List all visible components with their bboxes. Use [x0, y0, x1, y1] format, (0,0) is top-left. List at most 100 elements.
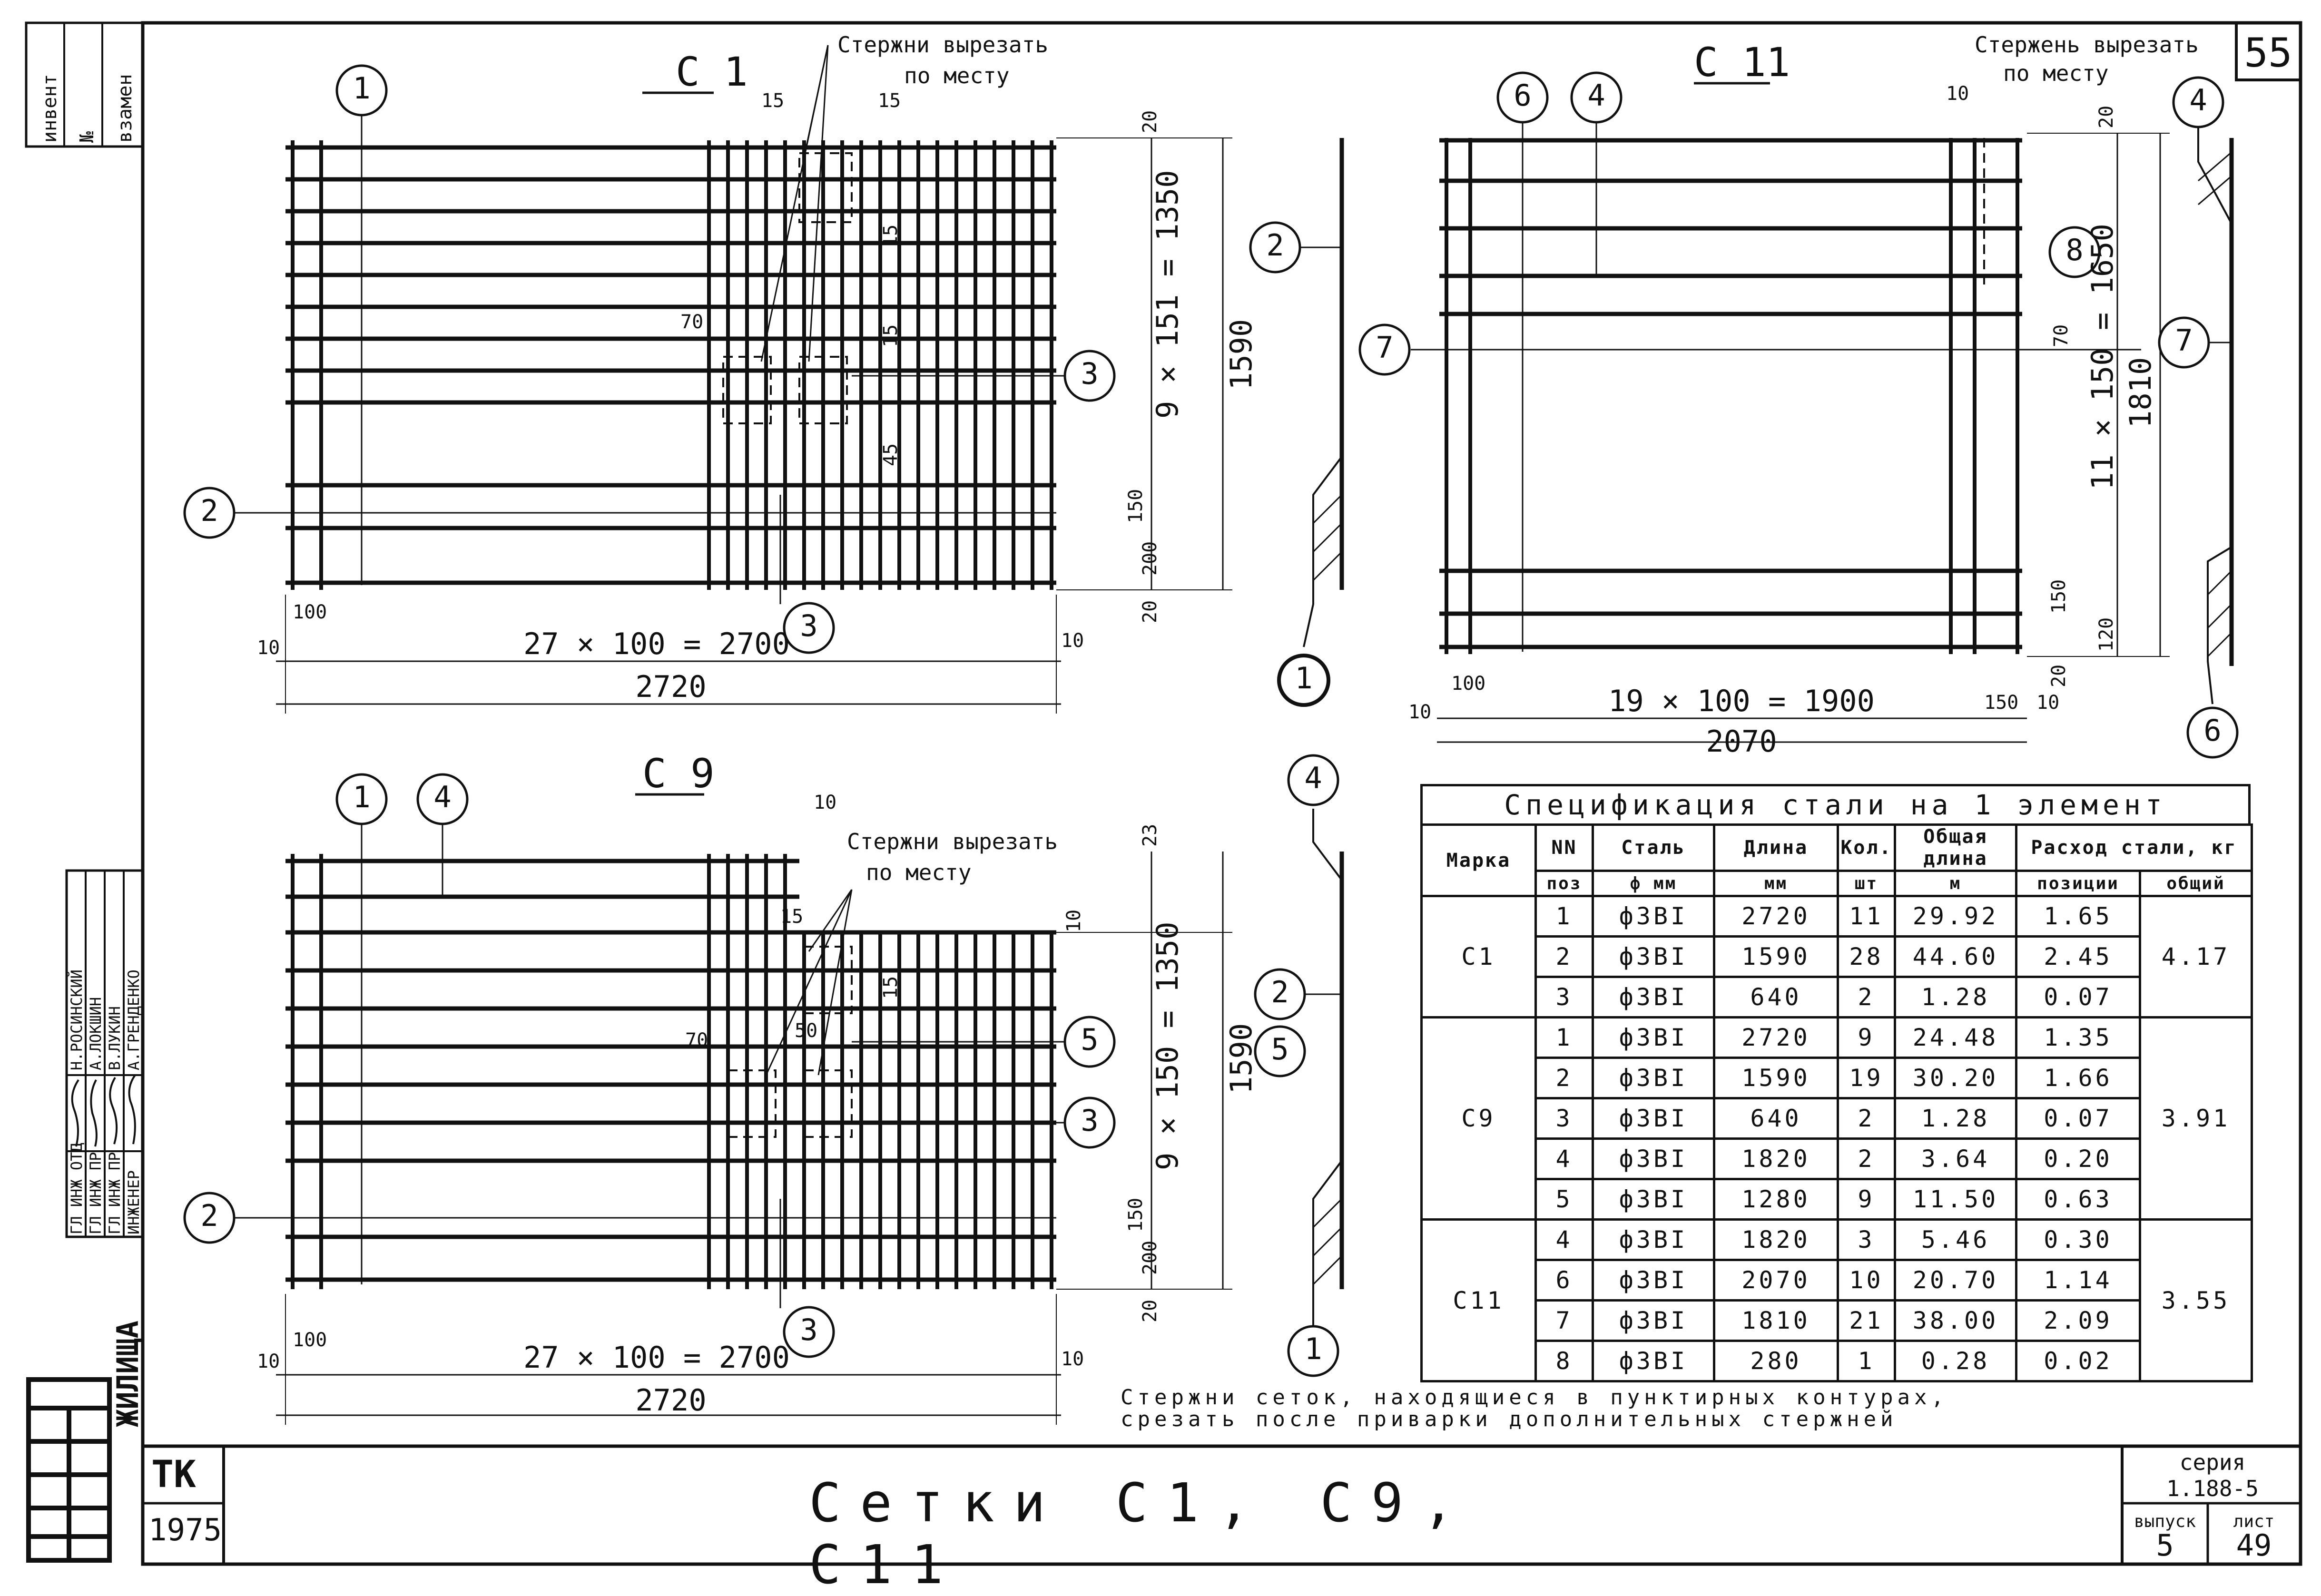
c9-long-bars	[285, 859, 1056, 1282]
cell-mass: 0.07	[2015, 1097, 2141, 1140]
position-number: 2	[1266, 228, 1284, 263]
dim-70: 70	[680, 311, 703, 333]
dim-span: 27 × 100 = 2700	[523, 1340, 790, 1375]
cell-total-mass: 4.17	[2139, 895, 2253, 1018]
position-number: 2	[200, 493, 218, 528]
cell-length: 1590	[1713, 1057, 1839, 1099]
cut-note-line2: по месту	[2003, 60, 2109, 86]
position-marker	[183, 1192, 236, 1244]
position-number: 2	[1271, 975, 1288, 1009]
cell-length: 2720	[1713, 895, 1839, 938]
table-row: 5 ф3BI 1280 9 11.50 0.63	[1422, 1178, 2252, 1221]
dim-10: 10	[1408, 701, 1431, 723]
cell-mass: 0.30	[2015, 1218, 2141, 1261]
table-row: С1 1 ф3BI 2720 11 29.92 1.65 4.17	[1420, 895, 2253, 1018]
page-number: 55	[2244, 29, 2292, 76]
cell-steel: ф3BI	[1592, 1016, 1715, 1059]
cell-total-length: 30.20	[1894, 1057, 2017, 1099]
spec-title: Спецификация стали на 1 элемент	[1420, 784, 2251, 823]
signature-scribble	[90, 1079, 98, 1147]
dim-23: 23	[1139, 824, 1161, 847]
stamp-role: ГЛ ИНЖ ПР	[106, 1152, 124, 1234]
note-line: Стержни сеток, находящиеся в пунктирных …	[1121, 1385, 1948, 1410]
position-marker	[2158, 316, 2210, 369]
position-marker	[1287, 754, 1339, 806]
dim-15: 15	[761, 90, 784, 112]
cell-mass: 0.20	[2015, 1137, 2141, 1180]
org-logo	[26, 1377, 112, 1563]
cell-total-length: 1.28	[1894, 1097, 2017, 1140]
position-number: 4	[1304, 761, 1322, 795]
mesh-c1-title: С 1	[676, 49, 748, 95]
sheet-value: 49	[2236, 1528, 2272, 1563]
cell-steel: ф3BI	[1592, 976, 1715, 1018]
c1-short-bars	[291, 140, 1053, 590]
cell-pos: 1	[1534, 895, 1594, 938]
col-pos-sub: поз	[1534, 870, 1594, 897]
note-leader	[817, 889, 853, 1076]
mesh-c1: С 1	[233, 49, 1232, 714]
position-marker	[416, 773, 469, 825]
table-row: 2 ф3BI 1590 19 30.20 1.66	[1422, 1057, 2252, 1099]
dim-150: 150	[1984, 692, 2018, 714]
note-leader	[808, 45, 829, 362]
position-marker	[1254, 1025, 1306, 1077]
cell-qty: 28	[1837, 935, 1896, 978]
cell-mass: 0.07	[2015, 976, 2141, 1018]
position-marker	[783, 1306, 835, 1358]
dim-span: 27 × 100 = 2700	[523, 627, 790, 661]
table-row: 6 ф3BI 2070 10 20.70 1.14	[1422, 1259, 2252, 1302]
org-label: ТК	[151, 1453, 196, 1496]
table-row: 7 ф3BI 1810 21 38.00 2.09	[1422, 1299, 2252, 1342]
dim-span: 19 × 100 = 1900	[1608, 684, 1875, 718]
table-row: 2 ф3BI 1590 28 44.60 2.45	[1422, 935, 2252, 978]
cell-qty: 2	[1837, 1097, 1896, 1140]
cell-pos: 4	[1534, 1218, 1594, 1261]
cell-pos: 5	[1534, 1178, 1594, 1221]
cell-pos: 7	[1534, 1299, 1594, 1342]
position-marker	[335, 773, 388, 825]
position-number: 4	[433, 780, 451, 814]
page-number-box	[2235, 21, 2302, 81]
cut-note-line2: по месту	[904, 63, 1010, 88]
cell-pos: 1	[1534, 1016, 1594, 1059]
dim-45: 45	[880, 443, 902, 466]
dim-15: 15	[880, 324, 902, 347]
table-row: 4 ф3BI 1820 2 3.64 0.20	[1422, 1137, 2252, 1180]
cell-mass: 1.65	[2015, 895, 2141, 938]
position-number: 4	[2189, 83, 2207, 117]
col-steel-sub: ф мм	[1592, 870, 1715, 897]
dim-height: 1810	[2123, 357, 2158, 428]
position-number: 1	[1304, 1332, 1322, 1366]
stamp-role: ИНЖЕНЕР	[125, 1170, 143, 1234]
cell-length: 1820	[1713, 1137, 1839, 1180]
dim-10: 10	[257, 637, 280, 659]
cell-mass: 1.66	[2015, 1057, 2141, 1099]
cell-pos: 6	[1534, 1259, 1594, 1302]
stamp-role: ГЛ ИНЖ ОТД	[68, 1143, 86, 1234]
cell-steel: ф3BI	[1592, 1299, 1715, 1342]
position-number: 3	[1081, 356, 1098, 391]
cell-pos: 3	[1534, 1097, 1594, 1140]
cell-steel: ф3BI	[1592, 1218, 1715, 1261]
stamp-inventory-label: №	[76, 131, 98, 143]
stamp-name: В.ЛУКИН	[106, 1006, 124, 1070]
cell-qty: 10	[1837, 1259, 1896, 1302]
position-number: 5	[1271, 1032, 1288, 1067]
cell-total-length: 11.50	[1894, 1178, 2017, 1221]
cell-mark: С9	[1420, 1016, 1537, 1221]
cell-steel: ф3BI	[1592, 935, 1715, 978]
cell-total-length: 0.28	[1894, 1340, 2017, 1382]
position-number: 1	[353, 71, 370, 106]
position-number: 1	[1295, 661, 1312, 695]
stamp-name: Н.РОСИНСКИЙ	[68, 969, 86, 1070]
position-number: 5	[1081, 1022, 1098, 1057]
cell-pos: 3	[1534, 976, 1594, 1018]
dim-height: 1590	[1224, 319, 1259, 390]
cell-length: 280	[1713, 1340, 1839, 1382]
cell-steel: ф3BI	[1592, 895, 1715, 938]
cut-note-line2: по месту	[866, 860, 972, 885]
position-marker	[1277, 654, 1330, 707]
position-marker	[1496, 71, 1549, 124]
